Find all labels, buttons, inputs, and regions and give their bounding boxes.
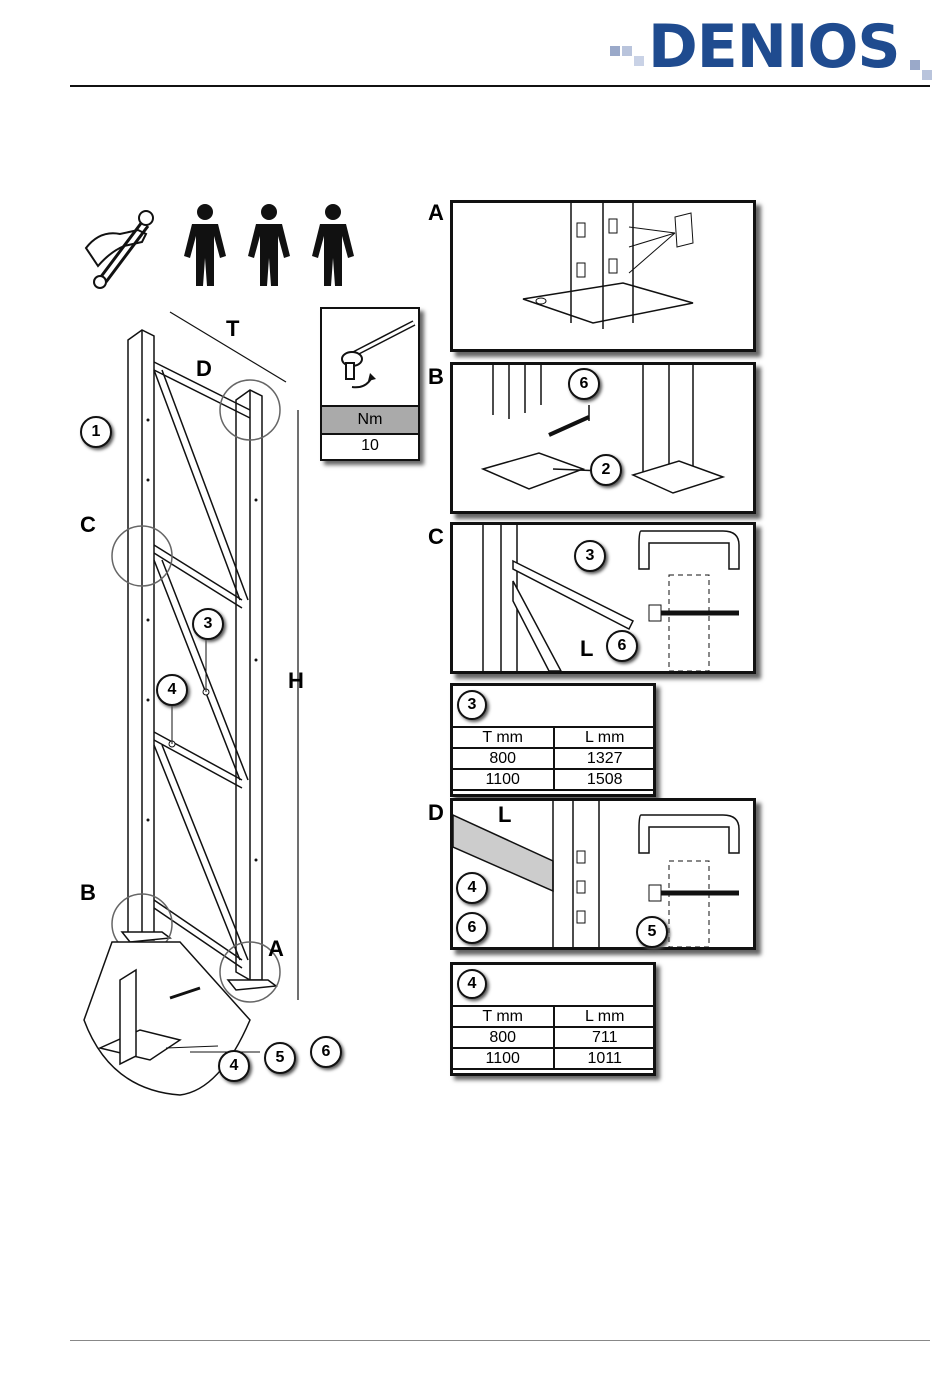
table-cell: 1011 [554, 1048, 655, 1069]
panel-A-label: A [428, 200, 444, 226]
callout-6: 6 [310, 1036, 342, 1068]
table-cell: 800 [451, 748, 554, 769]
table-cell: 800 [451, 1027, 554, 1048]
table-row: 1100 1011 [451, 1048, 655, 1069]
table-4-grid: T mm L mm 800 711 1100 1011 [450, 1005, 656, 1070]
callout-3: 3 [192, 608, 224, 640]
person-icon [184, 204, 226, 286]
table-4-header-T: T mm [451, 1006, 554, 1027]
detail-panel-C [450, 522, 756, 674]
callout-4b: 4 [218, 1050, 250, 1082]
label-C: C [80, 512, 96, 538]
table-4-header-L: L mm [554, 1006, 655, 1027]
upright-frame-drawing [70, 300, 380, 1100]
footer-rule [70, 1340, 930, 1341]
table-cell: 711 [554, 1027, 655, 1048]
person-icon [312, 204, 354, 286]
table-cell: 1100 [451, 769, 554, 790]
table-3-header-T: T mm [451, 727, 554, 748]
brand-name: DENIOS [648, 12, 900, 82]
header-rule [70, 85, 930, 87]
table-row: 800 1327 [451, 748, 655, 769]
table-3-item-badge: 3 [457, 690, 487, 720]
brand-logo: DENIOS [610, 18, 940, 86]
table-3-grid: T mm L mm 800 1327 1100 1508 [450, 726, 656, 791]
table-item-3: 3 T mm L mm 800 1327 1100 1508 [450, 683, 656, 797]
label-A: A [268, 936, 284, 962]
panel-D-dim-L: L [498, 802, 511, 828]
person-icon [248, 204, 290, 286]
callout-5: 5 [264, 1042, 296, 1074]
panel-D-label: D [428, 800, 444, 826]
panel-D-callout-4: 4 [456, 872, 488, 904]
table-4-item-badge: 4 [457, 969, 487, 999]
panel-C-label: C [428, 524, 444, 550]
base-plate-illustration [453, 203, 753, 349]
panel-B-label: B [428, 364, 444, 390]
anchor-bolt-illustration [453, 365, 753, 511]
panel-C-callout-6: 6 [606, 630, 638, 662]
table-cell: 1100 [451, 1048, 554, 1069]
callout-1: 1 [80, 416, 112, 448]
assembly-requirements-illustration [80, 200, 380, 290]
panel-C-dim-L: L [580, 636, 593, 662]
label-H: H [288, 668, 304, 694]
table-row: 1100 1508 [451, 769, 655, 790]
label-D: D [196, 356, 212, 382]
wrench-icon [86, 211, 153, 288]
table-row: 800 711 [451, 1027, 655, 1048]
panel-D-callout-6: 6 [456, 912, 488, 944]
table-cell: 1508 [554, 769, 655, 790]
panel-B-callout-2: 2 [590, 454, 622, 486]
detail-panel-D [450, 798, 756, 950]
callout-4: 4 [156, 674, 188, 706]
detail-panel-A [450, 200, 756, 352]
panel-D-callout-5: 5 [636, 916, 668, 948]
table-cell: 1327 [554, 748, 655, 769]
detail-panel-B [450, 362, 756, 514]
label-T: T [226, 316, 239, 342]
panel-C-callout-3: 3 [574, 540, 606, 572]
label-B: B [80, 880, 96, 906]
table-item-4: 4 T mm L mm 800 711 1100 1011 [450, 962, 656, 1076]
table-3-header-L: L mm [554, 727, 655, 748]
panel-B-callout-6: 6 [568, 368, 600, 400]
